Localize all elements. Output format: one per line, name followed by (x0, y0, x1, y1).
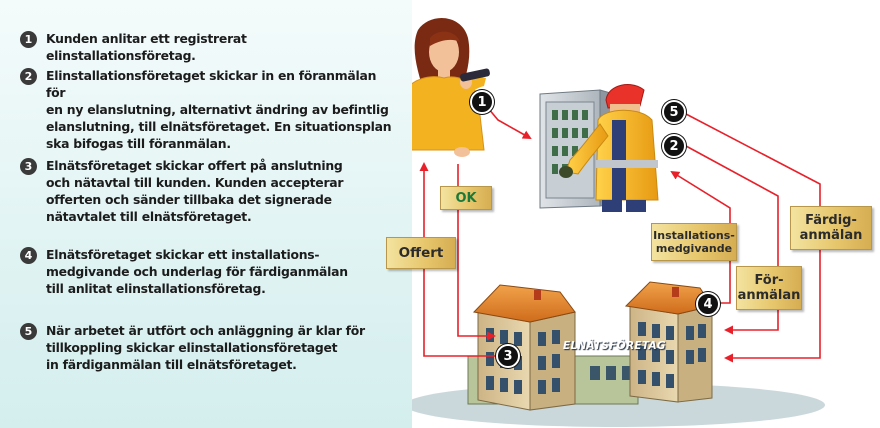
arrow-network-to-customer-offert (419, 162, 498, 357)
building-label: ELNÄTSFÖRETAG (563, 340, 666, 352)
label-offert: Offert (386, 237, 456, 269)
step-5-badge: 5 (20, 323, 37, 340)
diagram-badge-3: 3 (496, 344, 520, 368)
step-3-badge: 3 (20, 158, 37, 175)
step-5-text: När arbetet är utfört och anläggning är … (46, 323, 365, 372)
arrow-customer-to-network-ok (457, 164, 496, 341)
step-2-badge: 2 (20, 68, 37, 85)
label-ok: OK (440, 186, 492, 210)
steps-panel (0, 0, 412, 428)
arrow-installer-to-network-fardiganmalan (685, 113, 821, 363)
diagram-badge-5: 5 (662, 100, 686, 124)
step-4-badge: 4 (20, 247, 37, 264)
step-3: 3 Elnätsföretaget skickar offert på ansl… (20, 157, 395, 225)
label-fardiganmalan: Färdig- anmälan (790, 206, 872, 250)
step-1: 1 Kunden anlitar ett registrerat elinsta… (20, 30, 395, 64)
step-2-text: Elinstallationsföretaget skickar in en f… (46, 68, 392, 151)
step-4: 4 Elnätsföretaget skickar ett installati… (20, 246, 395, 297)
step-3-text: Elnätsföretaget skickar offert på anslut… (46, 158, 344, 224)
diagram-badge-4: 4 (696, 292, 720, 316)
step-2: 2 Elinstallationsföretaget skickar in en… (20, 67, 395, 152)
customer-illustration (412, 18, 490, 157)
electrician-illustration (539, 84, 659, 212)
arrow-installer-to-network-foranmalan (685, 145, 779, 335)
label-installationsmedgivande: Installations- medgivande (651, 223, 737, 261)
step-5: 5 När arbetet är utfört och anläggning ä… (20, 322, 395, 373)
arrow-customer-to-installer (487, 107, 532, 139)
diagram-badge-2: 2 (662, 134, 686, 158)
step-1-badge: 1 (20, 31, 37, 48)
diagram-badge-1: 1 (470, 90, 494, 114)
step-4-text: Elnätsföretaget skickar ett installation… (46, 247, 348, 296)
step-1-text: Kunden anlitar ett registrerat elinstall… (46, 31, 247, 63)
label-foranmalan: För- anmälan (736, 266, 802, 310)
